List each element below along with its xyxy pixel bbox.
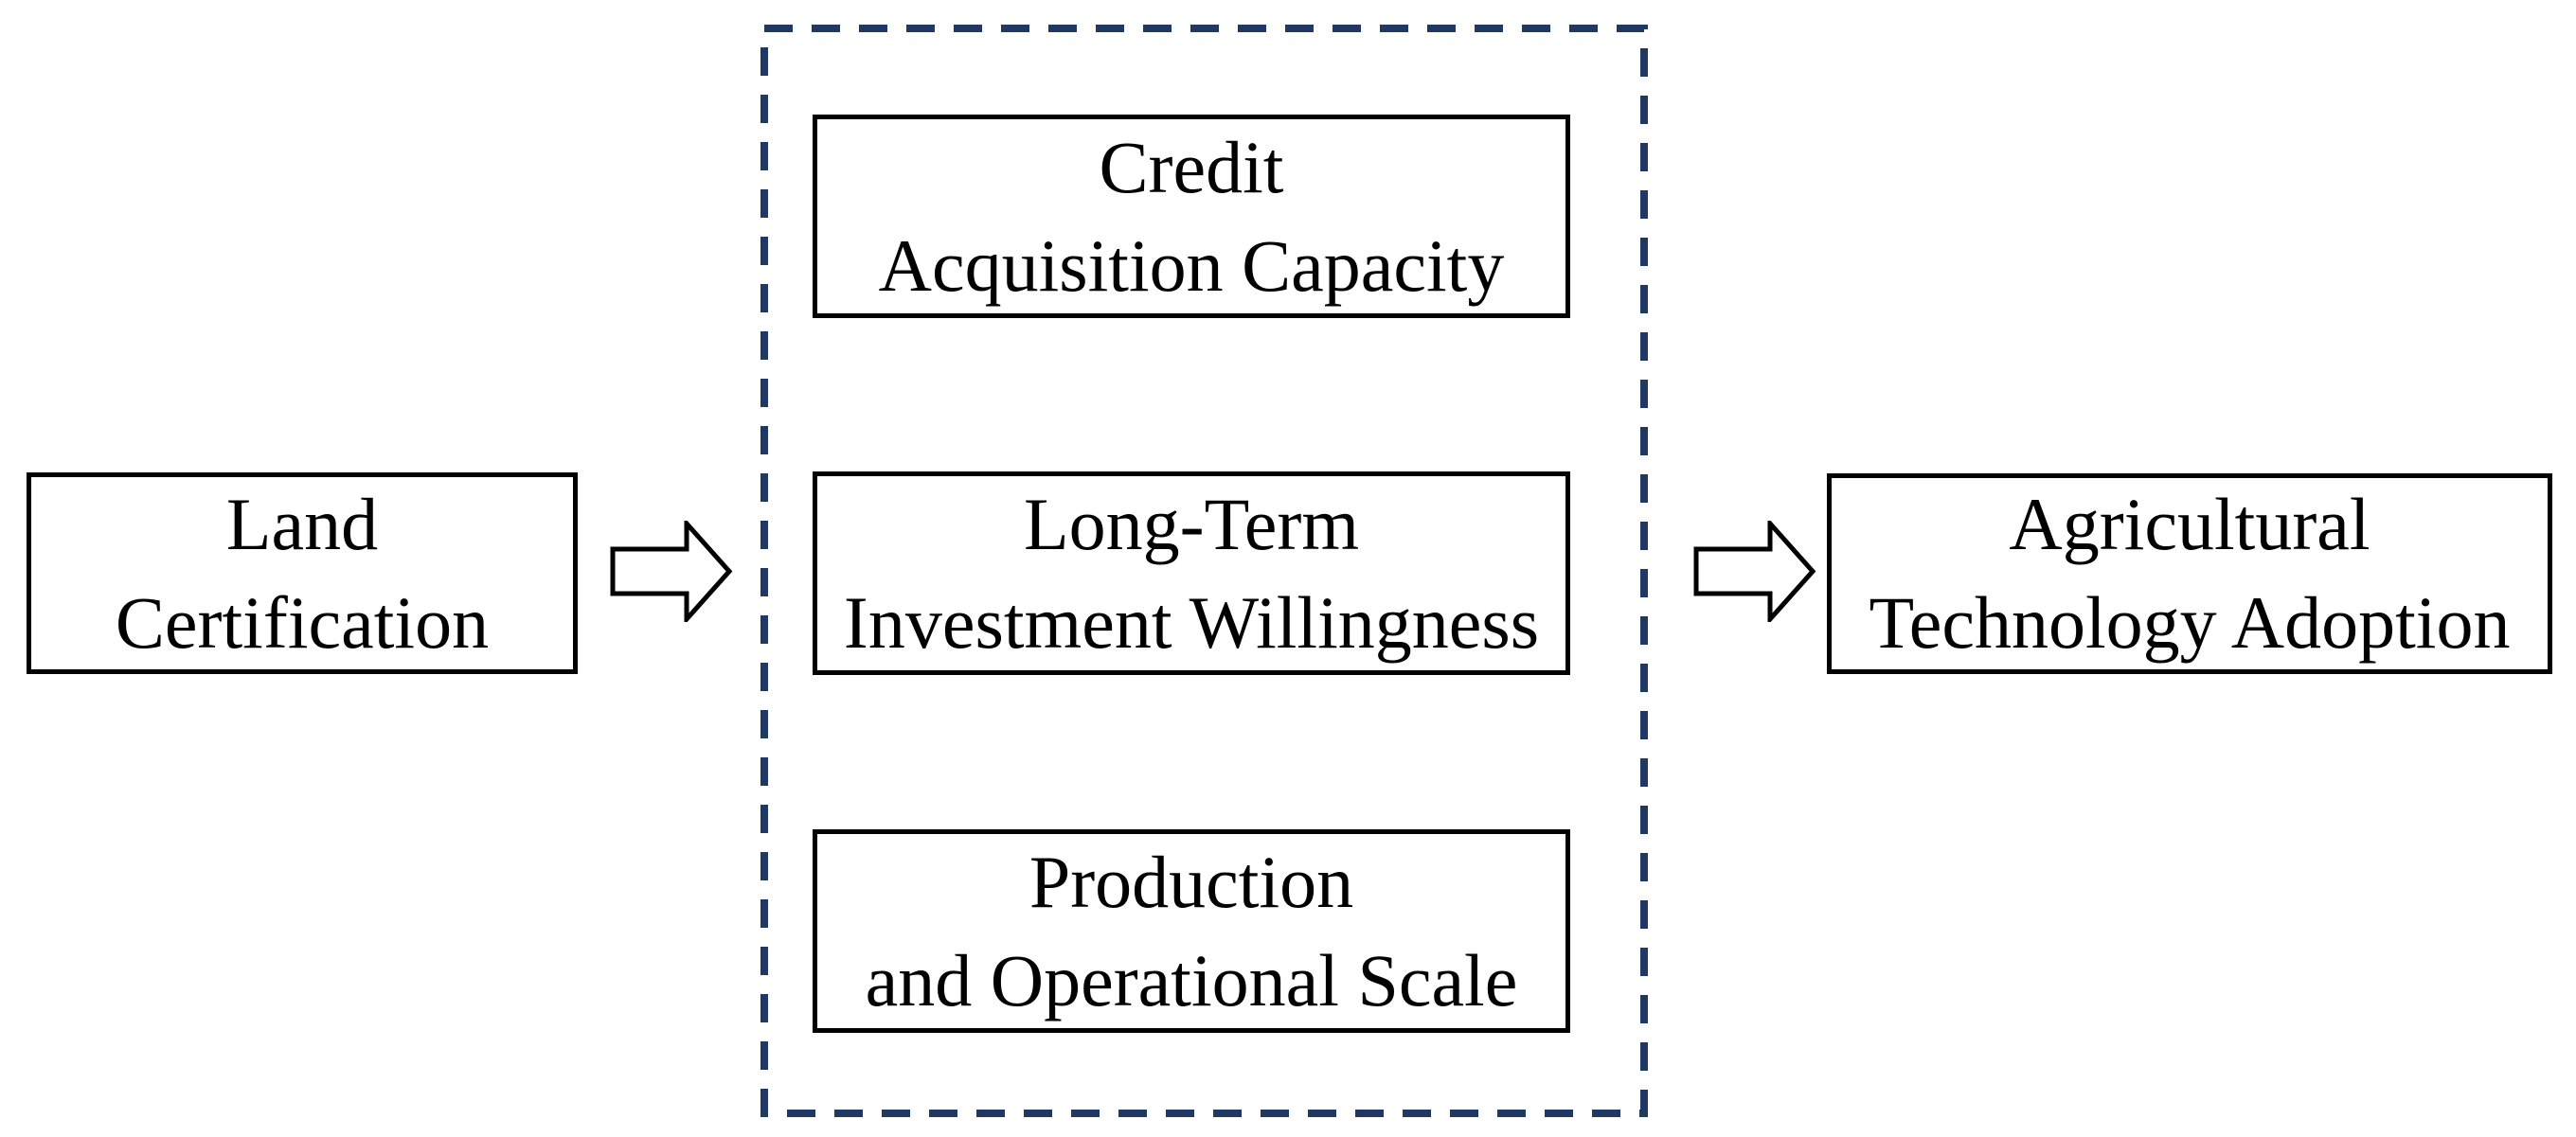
mediators-group-dashed-frame xyxy=(760,25,1648,1117)
node-long-term-investment-willingness: Long-Term Investment Willingness xyxy=(813,471,1570,675)
node-credit-acquisition-capacity: Credit Acquisition Capacity xyxy=(813,115,1570,318)
arrow-right-shape xyxy=(1693,521,1816,622)
arrow-right-shape xyxy=(610,521,733,622)
node-production-and-operational-scale: Production and Operational Scale xyxy=(813,829,1570,1033)
node-land-certification: Land Certification xyxy=(27,472,578,674)
arrow-right-icon xyxy=(1693,521,1816,622)
arrow-right-icon xyxy=(610,521,733,622)
node-agricultural-technology-adoption: Agricultural Technology Adoption xyxy=(1827,473,2552,674)
dashed-rectangle-border xyxy=(760,25,1648,1117)
